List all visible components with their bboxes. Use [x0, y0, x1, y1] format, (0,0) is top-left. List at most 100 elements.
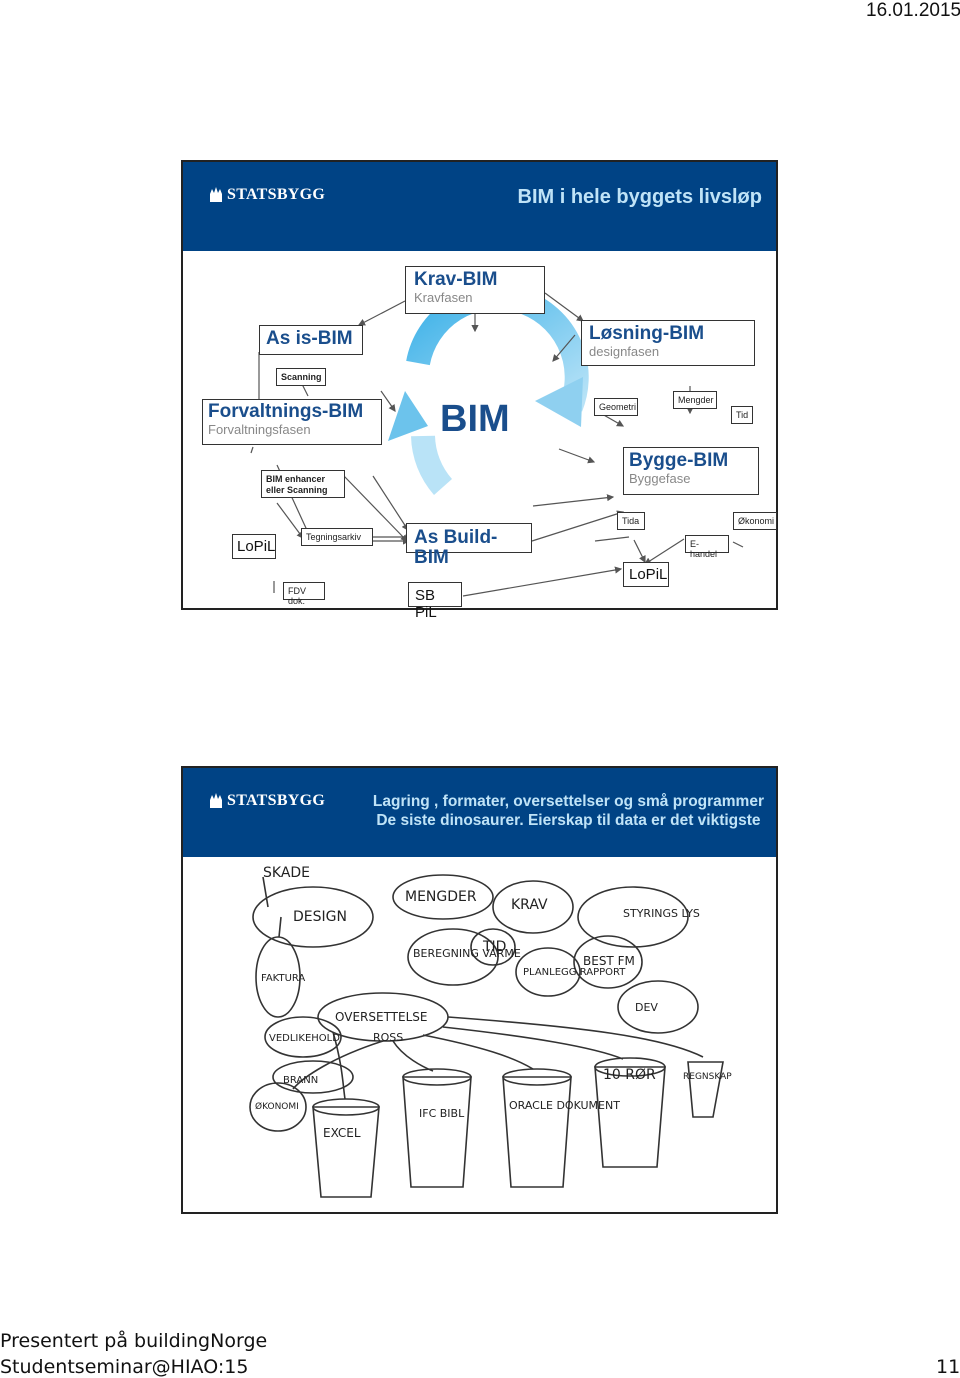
sketch-line [447, 1016, 704, 1058]
sketch-bucket [402, 1076, 472, 1188]
sketch-bubble [407, 928, 499, 986]
sketch-line [422, 1034, 534, 1070]
sketch-bucket-rim [402, 1068, 472, 1086]
as-build-bim-title: As Build-BIM [414, 527, 498, 568]
slide-header: STATSBYGG BIM i hele byggets livsløp [183, 162, 776, 251]
as-is-bim-title: As is-BIM [266, 328, 353, 349]
lopil-right-label: LoPiL [629, 566, 668, 583]
fdv-dok-box: FDV dok. [283, 582, 325, 606]
krav-bim-box: Krav-BIM Kravfasen [405, 266, 545, 314]
sketch-line [392, 1040, 434, 1072]
page-date: 16.01.2015 [866, 0, 960, 21]
sketch-bubble [470, 928, 516, 966]
slide-title-line2: De siste dinosaurer. Eierskap til data e… [376, 812, 761, 829]
sketch-bubble [252, 886, 374, 948]
sketch-bubble [515, 947, 581, 997]
sketch-label-beregning: BEREGNING VARME [413, 947, 521, 960]
sketch-bucket [594, 1066, 666, 1168]
sketch-bubble [492, 880, 574, 934]
sketch-label-ifc: IFC BIBL [419, 1107, 465, 1120]
scanning-box: Scanning [276, 368, 326, 386]
page-number: 11 [936, 1356, 960, 1378]
sketch-label-10ror: 10 RØR [603, 1067, 656, 1083]
tid-box: Tid [731, 406, 753, 424]
sketch-label-oracle: ORACLE DOKUMENT [509, 1099, 620, 1112]
sb-pil-label: SB PiL [415, 587, 437, 621]
krav-bim-title: Krav-BIM [414, 269, 498, 290]
sketch-label-styrings: STYRINGS LYS [623, 907, 700, 920]
okonomi-box: Økonomi [733, 512, 777, 530]
e-handel-label: E-handel [690, 539, 718, 559]
slide-title: Lagring , formater, oversettelser og små… [373, 792, 764, 830]
sketch-bucket [502, 1076, 572, 1188]
sketch-label-faktura: FAKTURA [261, 973, 305, 984]
geometri-box: Geometri [594, 398, 638, 416]
sketch-line [292, 1040, 384, 1090]
losning-bim-sub: designfasen [589, 344, 660, 359]
logo-text: STATSBYGG [227, 792, 326, 809]
sketch-bubble [577, 886, 689, 948]
as-is-bim-box: As is-BIM [259, 325, 363, 355]
bim-enhancer-label: BIM enhancer eller Scanning [266, 474, 328, 495]
sketch-label-dev: DEV [635, 1001, 658, 1014]
tid-label: Tid [736, 410, 749, 420]
sketch-bubble [255, 936, 301, 1018]
sketch-bubble [392, 874, 494, 920]
sketch-line [278, 916, 282, 938]
tida-label: Tida [622, 516, 640, 526]
bim-center-label: BIM [440, 398, 510, 440]
slide-bim-lifecycle: STATSBYGG BIM i hele byggets livsløp [181, 160, 778, 621]
as-build-bim-box: As Build-BIM [406, 523, 532, 568]
sketch-bubble [264, 1016, 342, 1058]
geometri-label: Geometri [599, 402, 637, 412]
fdv-dok-label: FDV dok. [288, 586, 306, 606]
lopil-right-box: LoPiL [623, 562, 669, 587]
sketch-label-okonomi: ØKONOMI [255, 1101, 299, 1112]
tida-box: Tida [617, 512, 645, 530]
crown-icon [210, 187, 222, 202]
lopil-left-box: LoPiL [232, 534, 276, 559]
cycle-arrow-tail [388, 391, 428, 441]
losning-bim-box: Løsning-BIM designfasen [581, 320, 755, 366]
scanning-label: Scanning [281, 372, 322, 382]
forvaltnings-bim-title: Forvaltnings-BIM [208, 401, 364, 422]
tegningsarkiv-label: Tegningsarkiv [306, 532, 362, 542]
footer-line1: Presentert på buildingNorge [0, 1330, 268, 1352]
sketch-label-regnskap: REGNSKAP [683, 1072, 732, 1082]
crown-icon [210, 793, 222, 808]
bygge-bim-title: Bygge-BIM [629, 450, 729, 471]
sketch-bucket-rim [312, 1098, 380, 1116]
mengder-box: Mengder [673, 391, 717, 409]
bim-enhancer-box: BIM enhancer eller Scanning [261, 470, 345, 498]
sb-pil-box: SB PiL [408, 582, 462, 621]
statsbygg-logo: STATSBYGG [209, 792, 325, 810]
sketch-label-skade: SKADE [263, 865, 310, 881]
sketch-label-tid: TID [482, 939, 506, 955]
tegningsarkiv-box: Tegningsarkiv [301, 528, 373, 546]
sketch-label-krav: KRAV [511, 897, 548, 913]
sketch-line [332, 1031, 346, 1100]
sketch-bubble [272, 1060, 354, 1094]
sketch-label-best-fm: BEST FM [583, 954, 635, 968]
whiteboard-sketch: SKADE MENGDER KRAV DESIGN TID BEREGNING … [249, 865, 732, 1198]
sketch-bucket-rim [594, 1057, 666, 1077]
slide-title: BIM i hele byggets livsløp [517, 186, 763, 208]
sketch-label-vedlikehold: VEDLIKEHOLD [269, 1033, 340, 1044]
bygge-bim-box: Bygge-BIM Byggefase [623, 447, 759, 495]
statsbygg-logo: STATSBYGG [209, 186, 325, 204]
sketch-line [442, 1026, 624, 1060]
cycle-arrow-head [535, 377, 583, 427]
sketch-bubble [573, 935, 643, 989]
footer-line2: Studentseminar@HIAO:15 [0, 1356, 249, 1378]
krav-bim-sub: Kravfasen [414, 290, 473, 305]
sketch-label-excel: EXCEL [323, 1126, 361, 1140]
sketch-line [262, 876, 269, 908]
sketch-label-oversettelse: OVERSETTELSE [335, 1010, 427, 1024]
sketch-bubble [617, 980, 699, 1034]
forvaltnings-bim-box: Forvaltnings-BIM Forvaltningsfasen [202, 399, 382, 445]
sketch-label-mengder: MENGDER [405, 889, 477, 905]
forvaltnings-bim-sub: Forvaltningsfasen [208, 422, 311, 437]
sketch-label-brann: BRANN [283, 1075, 318, 1086]
sketch-bucket-rim [502, 1068, 572, 1086]
sketch-bucket [312, 1106, 380, 1198]
